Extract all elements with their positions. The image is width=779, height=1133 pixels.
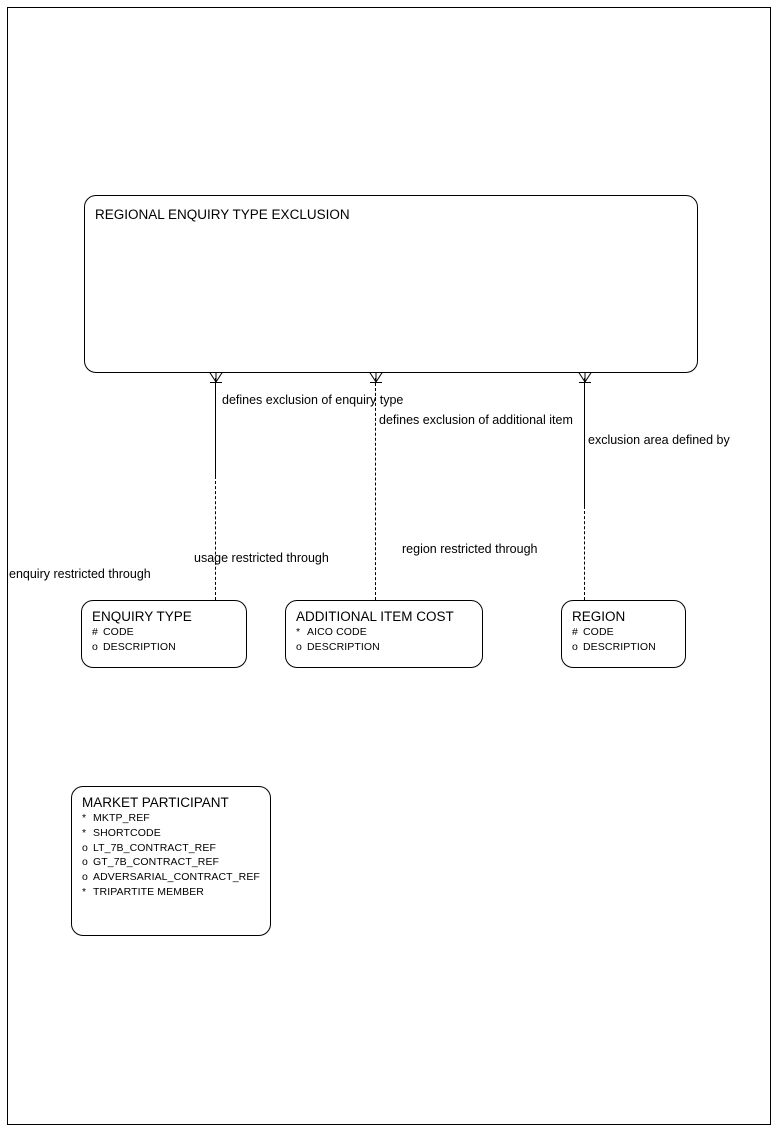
- entity-body: ENQUIRY TYPE # CODE o DESCRIPTION: [82, 601, 246, 655]
- attribute-marker: o: [572, 640, 578, 653]
- entity-title: REGIONAL ENQUIRY TYPE EXCLUSION: [95, 207, 350, 222]
- entity-enquiry-type[interactable]: ENQUIRY TYPE # CODE o DESCRIPTION: [81, 600, 247, 668]
- entity-body: REGION # CODE o DESCRIPTION: [562, 601, 685, 655]
- entity-body: MARKET PARTICIPANT * MKTP_REF * SHORTCODE …: [72, 787, 270, 900]
- entity-body: REGIONAL ENQUIRY TYPE EXCLUSION: [85, 196, 697, 223]
- attribute-label: GT_7B_CONTRACT_REF: [93, 856, 220, 869]
- attribute-marker: o: [82, 856, 88, 869]
- entity-title: REGION: [572, 609, 626, 624]
- attribute-label: CODE: [103, 626, 134, 638]
- entity-title: MARKET PARTICIPANT: [82, 795, 229, 810]
- attribute-marker: *: [82, 885, 87, 898]
- entity-additional-item-cost[interactable]: ADDITIONAL ITEM COST * AICO CODE o DESCRIP…: [285, 600, 483, 668]
- attribute-marker: o: [82, 871, 88, 884]
- attribute-row: * SHORTCODE: [82, 826, 270, 841]
- entity-region[interactable]: REGION # CODE o DESCRIPTION: [561, 600, 686, 668]
- attribute-label: DESCRIPTION: [103, 640, 176, 653]
- attribute-row: * TRIPARTITE MEMBER: [82, 885, 270, 900]
- relationship-line-additional-item-dashed: [375, 378, 376, 600]
- attribute-marker: *: [296, 626, 301, 638]
- attribute-marker: *: [82, 812, 87, 824]
- attribute-marker: o: [92, 640, 98, 653]
- relationship-label-defines-exclusion-of-enquiry-type: defines exclusion of enquiry type: [222, 393, 404, 407]
- page-frame: [7, 7, 771, 1125]
- entity-body: ADDITIONAL ITEM COST * AICO CODE o DESCRIP…: [286, 601, 482, 655]
- attribute-row: * AICO CODE: [296, 625, 482, 640]
- attribute-row: o LT_7B_CONTRACT_REF: [82, 841, 270, 856]
- relationship-line-region-solid: [584, 378, 585, 506]
- relationship-line-region-dashed: [584, 506, 585, 600]
- attribute-row: o ADVERSARIAL_CONTRACT_REF: [82, 870, 270, 885]
- attribute-row: * MKTP_REF: [82, 811, 270, 826]
- attribute-row: # CODE: [92, 625, 246, 640]
- entity-regional-enquiry-type-exclusion[interactable]: REGIONAL ENQUIRY TYPE EXCLUSION: [84, 195, 698, 373]
- relationship-label-usage-restricted-through: usage restricted through: [194, 551, 329, 565]
- relationship-line-enquiry-type-dashed: [215, 476, 216, 600]
- attribute-marker: o: [82, 841, 88, 854]
- attribute-marker: *: [82, 826, 87, 839]
- attribute-label: ADVERSARIAL_CONTRACT_REF: [93, 871, 260, 884]
- attribute-label: DESCRIPTION: [583, 640, 656, 653]
- relationship-label-defines-exclusion-of-additional-item: defines exclusion of additional item: [379, 413, 573, 427]
- attribute-row: o GT_7B_CONTRACT_REF: [82, 855, 270, 870]
- entity-title: ENQUIRY TYPE: [92, 609, 192, 624]
- attribute-list: # CODE o DESCRIPTION: [92, 625, 246, 655]
- attribute-row: o DESCRIPTION: [296, 640, 482, 655]
- entity-title: ADDITIONAL ITEM COST: [296, 609, 454, 624]
- attribute-row: o DESCRIPTION: [92, 640, 246, 655]
- attribute-list: * AICO CODE o DESCRIPTION: [296, 625, 482, 655]
- attribute-row: o DESCRIPTION: [572, 640, 685, 655]
- attribute-marker: #: [92, 626, 98, 638]
- attribute-label: DESCRIPTION: [307, 640, 380, 653]
- relationship-line-enquiry-type-solid: [215, 378, 216, 476]
- attribute-label: SHORTCODE: [93, 826, 161, 839]
- entity-market-participant[interactable]: MARKET PARTICIPANT * MKTP_REF * SHORTCODE …: [71, 786, 271, 936]
- relationship-label-exclusion-area-defined-by: exclusion area defined by: [588, 433, 730, 447]
- attribute-marker: o: [296, 640, 302, 653]
- attribute-label: TRIPARTITE MEMBER: [93, 885, 204, 898]
- attribute-list: # CODE o DESCRIPTION: [572, 625, 685, 655]
- attribute-label: LT_7B_CONTRACT_REF: [93, 841, 216, 854]
- attribute-label: CODE: [583, 626, 614, 638]
- relationship-label-enquiry-restricted-through: enquiry restricted through: [9, 567, 151, 581]
- attribute-label: MKTP_REF: [93, 812, 150, 824]
- attribute-marker: #: [572, 626, 578, 638]
- attribute-row: # CODE: [572, 625, 685, 640]
- attribute-label: AICO CODE: [307, 626, 367, 638]
- attribute-list: * MKTP_REF * SHORTCODE o LT_7B_CONTRACT_REF…: [82, 811, 270, 900]
- relationship-label-region-restricted-through: region restricted through: [402, 542, 538, 556]
